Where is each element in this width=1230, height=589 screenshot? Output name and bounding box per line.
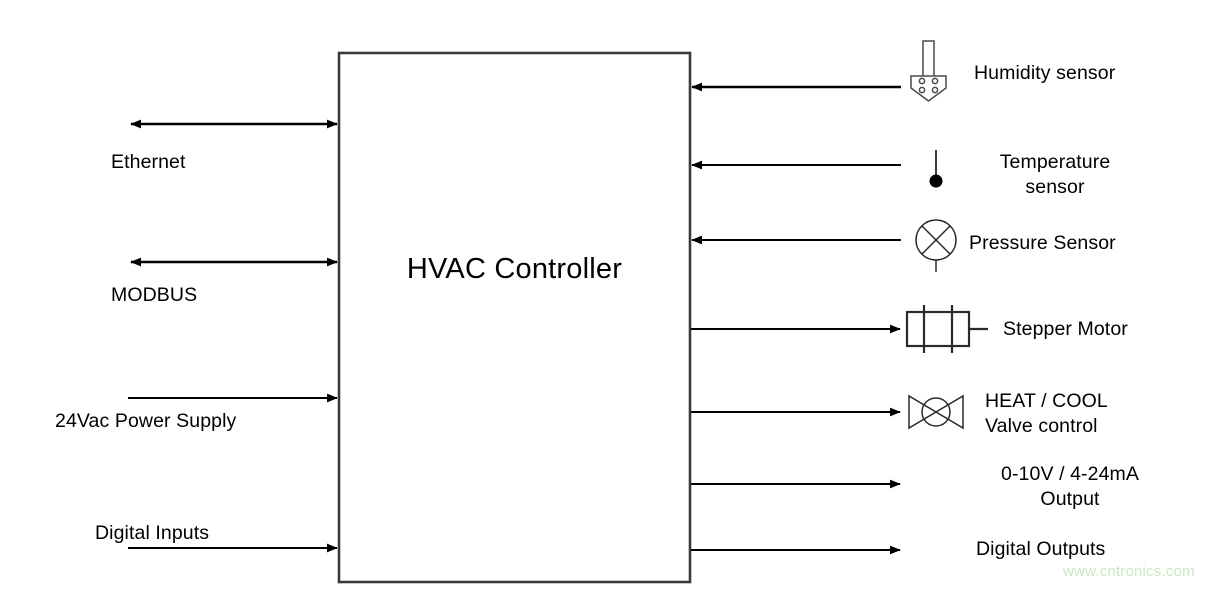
pressure-sensor-icon <box>915 219 957 272</box>
port-label-analog-output: 0-10V / 4-24mA Output <box>1001 463 1139 510</box>
hvac-controller-label: HVAC Controller <box>406 253 623 285</box>
watermark: www.cntronics.com <box>1063 563 1195 580</box>
temperature-sensor-icon <box>929 150 943 188</box>
valve-icon <box>908 394 964 430</box>
port-label-ethernet: Ethernet <box>111 151 186 173</box>
port-label-digital-inputs: Digital Inputs <box>95 522 210 544</box>
port-label-modbus: MODBUS <box>111 284 198 306</box>
port-label-pressure-sensor: Pressure Sensor <box>969 232 1116 254</box>
stepper-motor-icon <box>905 305 988 353</box>
port-label-stepper-motor: Stepper Motor <box>1003 318 1128 340</box>
port-label-temperature-sensor: Temperature sensor <box>999 151 1111 198</box>
humidity-sensor-icon <box>910 40 947 102</box>
port-label-power-supply: 24Vac Power Supply <box>55 410 237 432</box>
port-label-valve-control: HEAT / COOL Valve control <box>985 390 1108 437</box>
port-label-humidity-sensor: Humidity sensor <box>974 62 1116 84</box>
hvac-controller-block <box>337 51 692 584</box>
port-label-digital-outputs: Digital Outputs <box>976 538 1106 560</box>
